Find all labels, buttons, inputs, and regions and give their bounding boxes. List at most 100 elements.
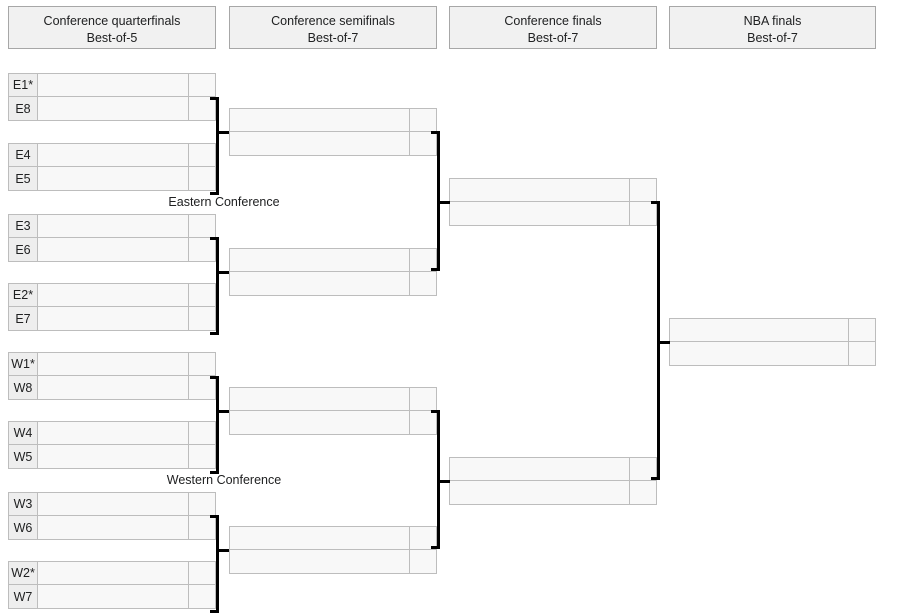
- match-semifinal-east-top[interactable]: [229, 108, 437, 156]
- match-quarterfinal-e1-e8[interactable]: E1* E8: [8, 73, 216, 121]
- match-quarterfinal-e2-e7[interactable]: E2* E7: [8, 283, 216, 331]
- series-score: [188, 562, 215, 584]
- series-score: [848, 319, 875, 341]
- team-name: [38, 422, 188, 444]
- seed-label: E4: [9, 144, 38, 166]
- team-name: [230, 132, 409, 155]
- match-conference-final-west[interactable]: [449, 457, 657, 505]
- match-row[interactable]: [229, 387, 437, 411]
- bracket-connector-stub: [651, 477, 660, 480]
- match-row[interactable]: E3: [8, 214, 216, 238]
- bracket-connector-sf-west: [437, 410, 440, 549]
- match-row[interactable]: [229, 411, 437, 435]
- team-name: [38, 74, 188, 96]
- match-row[interactable]: W4: [8, 421, 216, 445]
- bracket-connector-stub: [210, 192, 219, 195]
- bracket-connector-qf-w1-w4: [216, 376, 219, 474]
- match-row[interactable]: W7: [8, 585, 216, 609]
- bracket-connector-stub: [431, 546, 440, 549]
- match-quarterfinal-w4-w5[interactable]: W4 W5: [8, 421, 216, 469]
- match-row[interactable]: [669, 342, 876, 366]
- round-header-title: Conference quarterfinals: [43, 14, 181, 28]
- match-row[interactable]: [449, 202, 657, 226]
- seed-label: W2*: [9, 562, 38, 584]
- match-row[interactable]: [449, 457, 657, 481]
- seed-label: E7: [9, 307, 38, 330]
- match-row[interactable]: [449, 481, 657, 505]
- round-header-semifinals: Conference semifinals Best-of-7: [229, 6, 437, 49]
- series-score: [409, 249, 436, 271]
- bracket-connector-qf-e1-e4: [216, 97, 219, 195]
- match-row[interactable]: E1*: [8, 73, 216, 97]
- round-header-format: Best-of-7: [307, 31, 359, 45]
- bracket-connector-qf-e3-e2: [216, 237, 219, 335]
- series-score: [409, 132, 436, 155]
- seed-label: E5: [9, 167, 38, 190]
- match-row[interactable]: [229, 526, 437, 550]
- match-row[interactable]: [229, 248, 437, 272]
- bracket-connector-stub: [657, 341, 670, 344]
- match-semifinal-west-top[interactable]: [229, 387, 437, 435]
- seed-label: W1*: [9, 353, 38, 375]
- round-header-conference-finals: Conference finals Best-of-7: [449, 6, 657, 49]
- series-score: [409, 388, 436, 410]
- seed-label: W3: [9, 493, 38, 515]
- bracket-connector-stub: [210, 237, 219, 240]
- series-score: [188, 353, 215, 375]
- western-conference-label: Western Conference: [166, 473, 282, 487]
- bracket-connector-stub: [437, 201, 450, 204]
- round-header-nba-finals: NBA finals Best-of-7: [669, 6, 876, 49]
- match-quarterfinal-e4-e5[interactable]: E4 E5: [8, 143, 216, 191]
- match-quarterfinal-w1-w8[interactable]: W1* W8: [8, 352, 216, 400]
- match-quarterfinal-e3-e6[interactable]: E3 E6: [8, 214, 216, 262]
- team-name: [38, 353, 188, 375]
- seed-label: E1*: [9, 74, 38, 96]
- team-name: [38, 562, 188, 584]
- match-row[interactable]: E2*: [8, 283, 216, 307]
- series-score: [188, 167, 215, 190]
- match-quarterfinal-w2-w7[interactable]: W2* W7: [8, 561, 216, 609]
- seed-label: E3: [9, 215, 38, 237]
- bracket-connector-stub: [210, 610, 219, 613]
- team-name: [38, 167, 188, 190]
- match-row[interactable]: E6: [8, 238, 216, 262]
- bracket-connector-stub: [210, 471, 219, 474]
- match-row[interactable]: [229, 108, 437, 132]
- match-row[interactable]: E4: [8, 143, 216, 167]
- team-name: [38, 238, 188, 261]
- match-row[interactable]: E5: [8, 167, 216, 191]
- match-row[interactable]: W2*: [8, 561, 216, 585]
- series-score: [629, 179, 656, 201]
- bracket-connector-qf-w3-w2: [216, 515, 219, 613]
- match-conference-final-east[interactable]: [449, 178, 657, 226]
- match-row[interactable]: W5: [8, 445, 216, 469]
- bracket-connector-stub: [651, 201, 660, 204]
- match-row[interactable]: W3: [8, 492, 216, 516]
- match-row[interactable]: [229, 550, 437, 574]
- seed-label: W5: [9, 445, 38, 468]
- match-row[interactable]: W8: [8, 376, 216, 400]
- match-row[interactable]: [449, 178, 657, 202]
- bracket-connector-cf-final: [657, 201, 660, 480]
- match-row[interactable]: [229, 272, 437, 296]
- round-header-title: NBA finals: [743, 14, 802, 28]
- match-nba-final[interactable]: [669, 318, 876, 366]
- match-row[interactable]: W1*: [8, 352, 216, 376]
- team-name: [670, 319, 848, 341]
- match-semifinal-east-bottom[interactable]: [229, 248, 437, 296]
- match-quarterfinal-w3-w6[interactable]: W3 W6: [8, 492, 216, 540]
- bracket-connector-stub: [437, 480, 450, 483]
- series-score: [409, 109, 436, 131]
- match-semifinal-west-bottom[interactable]: [229, 526, 437, 574]
- match-row[interactable]: W6: [8, 516, 216, 540]
- series-score: [409, 272, 436, 295]
- series-score: [188, 215, 215, 237]
- team-name: [38, 144, 188, 166]
- series-score: [409, 411, 436, 434]
- match-row[interactable]: E8: [8, 97, 216, 121]
- team-name: [38, 307, 188, 330]
- series-score: [188, 516, 215, 539]
- match-row[interactable]: E7: [8, 307, 216, 331]
- match-row[interactable]: [669, 318, 876, 342]
- match-row[interactable]: [229, 132, 437, 156]
